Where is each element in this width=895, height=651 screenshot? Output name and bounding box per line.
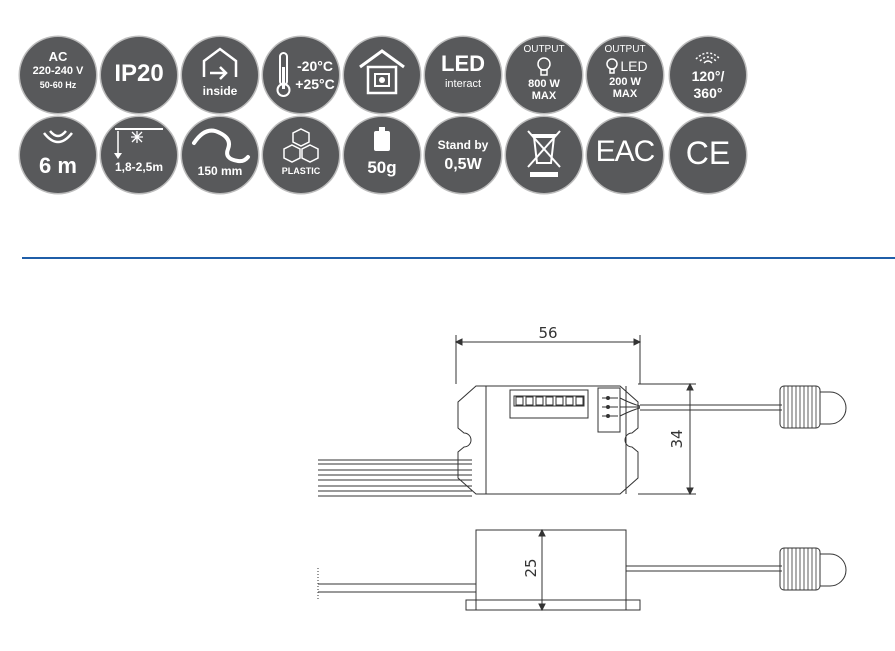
height-range: 1,8-2,5m — [114, 160, 164, 174]
mount-height-badge: 1,8-2,5m — [101, 117, 177, 193]
weight-value: 50g — [367, 158, 397, 177]
cable-length-badge: 150 mm — [182, 117, 258, 193]
output-led-label: OUTPUT — [604, 44, 646, 55]
plastic-label: PLASTIC — [281, 166, 321, 176]
ac-voltage: 220-240 V — [32, 65, 84, 77]
inside-label: inside — [202, 84, 238, 98]
angle-120: 120°/ — [691, 68, 725, 84]
ip20-badge: IP20 — [101, 37, 177, 113]
wall-mount-badge — [344, 37, 420, 113]
ac-label: AC — [48, 49, 68, 64]
technical-drawing: 56 34 25 — [317, 324, 847, 612]
height-dimension: 34 — [668, 429, 686, 448]
led-watt: 200 W — [609, 76, 641, 88]
angle-360: 360° — [693, 85, 723, 101]
ac-voltage-badge: AC 220-240 V 50-60 Hz — [20, 37, 96, 113]
section-divider — [22, 257, 895, 259]
weight-badge: 50g — [344, 117, 420, 193]
led-interact-badge: LED interact — [425, 37, 501, 113]
detection-range-badge: 6 m — [20, 117, 96, 193]
standby-label: Stand by — [437, 138, 489, 152]
light-bulb-icon — [537, 57, 551, 76]
weee-badge — [506, 117, 582, 193]
range-waves-icon — [43, 130, 73, 144]
range-value: 6 m — [39, 153, 77, 178]
spec-icons-panel: AC 220-240 V 50-60 Hz IP20 inside -20°C … — [0, 0, 895, 200]
thermometer-icon — [276, 52, 291, 97]
output-max: MAX — [531, 90, 557, 102]
depth-dimension: 25 — [522, 558, 540, 577]
eac-badge: EAC — [587, 117, 663, 193]
weight-icon — [374, 127, 390, 151]
interact-label: interact — [444, 78, 482, 90]
detection-waves-icon — [695, 52, 721, 64]
detection-angle-badge: 120°/ 360° — [670, 37, 746, 113]
inside-badge: inside — [182, 37, 258, 113]
led-text: LED — [620, 58, 648, 74]
ce-badge: CE — [670, 117, 746, 193]
led-bulb-icon — [606, 58, 618, 74]
standby-power: 0,5W — [444, 156, 482, 173]
house-sensor-icon — [359, 49, 405, 95]
crossed-bin-icon — [527, 130, 561, 177]
temp-max: +25°C — [295, 76, 335, 92]
eac-mark: EAC — [595, 135, 656, 168]
standby-badge: Stand by 0,5W — [425, 117, 501, 193]
cable-icon — [192, 128, 250, 164]
cable-length: 150 mm — [197, 164, 243, 178]
temperature-badge: -20°C +25°C — [263, 37, 339, 113]
ce-mark: CE — [685, 135, 731, 171]
ceiling-height-icon — [114, 128, 163, 159]
width-dimension: 56 — [538, 324, 557, 342]
output-label: OUTPUT — [523, 44, 565, 55]
ip-rating: IP20 — [114, 60, 164, 87]
house-arrow-icon — [202, 47, 238, 80]
cubes-icon — [283, 128, 319, 163]
led-label: LED — [441, 51, 485, 76]
ac-frequency: 50-60 Hz — [39, 80, 77, 90]
temp-min: -20°C — [297, 58, 333, 74]
led-max: MAX — [612, 88, 638, 100]
output-led-badge: OUTPUT LED 200 W MAX — [587, 37, 663, 113]
output-bulb-badge: OUTPUT 800 W MAX — [506, 37, 582, 113]
output-watt: 800 W — [528, 78, 560, 90]
plastic-badge: PLASTIC — [263, 117, 339, 193]
